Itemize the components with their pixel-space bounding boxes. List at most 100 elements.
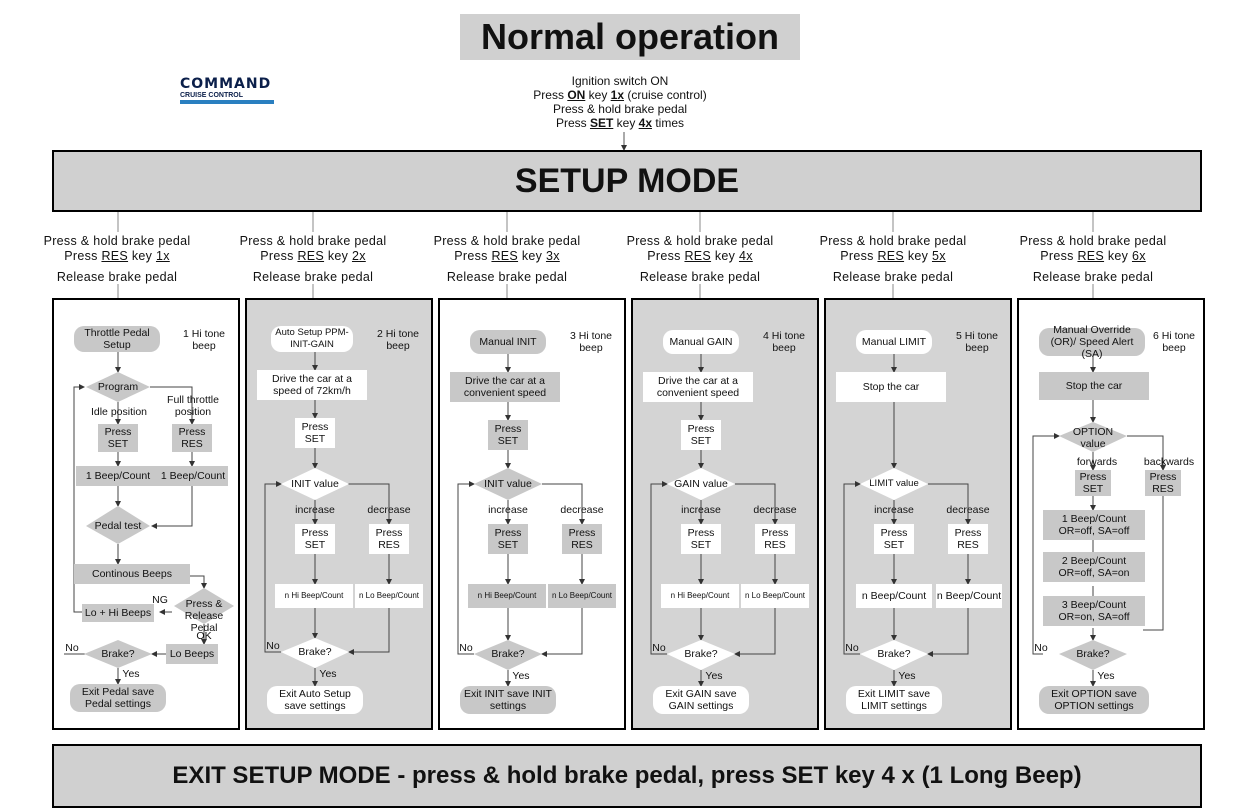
logo-text-main: COMMAND: [180, 76, 272, 92]
press-set-increase-node: Press SET: [295, 524, 335, 554]
intro-line-4: Press SET key 4x times: [555, 116, 685, 130]
press-set-increase-node: Press SET: [488, 524, 528, 554]
beep-note: 5 Hi tone beep: [955, 330, 999, 354]
manual-init-node: Manual INIT: [470, 330, 546, 354]
brake-label: Brake?: [684, 648, 718, 660]
exit-node: Exit GAIN save GAIN settings: [653, 686, 749, 714]
no-label: No: [652, 642, 666, 654]
panel-manual-gain: Manual GAIN 4 Hi tone beep Drive the car…: [631, 298, 819, 730]
press-set-node: Press SET: [1075, 470, 1111, 496]
backwards-label: backwards: [1143, 456, 1195, 468]
column-header-6: Press & hold brake pedal Press RES key 6…: [1019, 234, 1167, 284]
decrease-label: decrease: [753, 504, 797, 516]
page-title: Normal operation: [460, 14, 800, 60]
yes-label: Yes: [122, 668, 140, 680]
exit-node: Exit INIT save INIT settings: [460, 686, 556, 714]
drive-node: Drive the car at a speed of 72km/h: [257, 370, 367, 400]
column-header-5: Press & hold brake pedal Press RES key 5…: [819, 234, 967, 284]
ng-label: NG: [152, 594, 168, 606]
brake-label: Brake?: [298, 646, 332, 658]
exit-pedal-node: Exit Pedal save Pedal settings: [70, 684, 166, 712]
intro-line-1: Ignition switch ON: [571, 74, 669, 88]
option-2-node: 2 Beep/Count OR=off, SA=on: [1043, 552, 1145, 582]
throttle-pedal-setup-node: Throttle Pedal Setup: [74, 326, 160, 352]
intro-line-2: Press ON key 1x (cruise control): [533, 88, 707, 102]
yes-label: Yes: [319, 668, 337, 680]
column-header-4: Press & hold brake pedal Press RES key 4…: [626, 234, 774, 284]
increase-label: increase: [488, 504, 528, 516]
no-label: No: [1034, 642, 1048, 654]
exit-node: Exit OPTION save OPTION settings: [1039, 686, 1149, 714]
forwards-label: forwards: [1076, 456, 1118, 468]
press-set-node: Press SET: [488, 420, 528, 450]
yes-label: Yes: [898, 670, 916, 682]
no-label: No: [266, 640, 280, 652]
drive-node: Drive the car at a convenient speed: [643, 372, 753, 402]
beep-count-idle: 1 Beep/Count: [76, 466, 160, 486]
press-res-node: Press RES: [172, 424, 212, 452]
press-set-increase-node: Press SET: [681, 524, 721, 554]
increase-label: increase: [681, 504, 721, 516]
no-label: No: [65, 642, 79, 654]
panel-throttle-pedal: Throttle Pedal Setup 1 Hi tone beep Prog…: [52, 298, 240, 730]
hi-beep-count-node: n Hi Beep/Count: [275, 584, 353, 608]
increase-label: increase: [874, 504, 914, 516]
option-3-node: 3 Beep/Count OR=on, SA=off: [1043, 596, 1145, 626]
press-set-node: Press SET: [98, 424, 138, 452]
value-label: INIT value: [291, 478, 339, 490]
decrease-label: decrease: [367, 504, 411, 516]
intro-line-3: Press & hold brake pedal: [552, 102, 688, 116]
decrease-label: decrease: [946, 504, 990, 516]
option-value-label: OPTION value: [1072, 426, 1114, 450]
intro-instructions: Ignition switch ON Press ON key 1x (crui…: [470, 74, 770, 130]
press-res-decrease-node: Press RES: [755, 524, 795, 554]
column-header-2: Press & hold brake pedal Press RES key 2…: [239, 234, 387, 284]
beep-note: 3 Hi tone beep: [569, 330, 613, 354]
option-1-node: 1 Beep/Count OR=off, SA=off: [1043, 510, 1145, 540]
beep-note: 4 Hi tone beep: [762, 330, 806, 354]
value-label: LIMIT value: [869, 478, 919, 489]
yes-label: Yes: [1097, 670, 1115, 682]
beep-count-decrease-node: n Beep/Count: [936, 584, 1002, 608]
column-header-3: Press & hold brake pedal Press RES key 3…: [433, 234, 581, 284]
logo-underline: [180, 100, 274, 104]
panel-option: Manual Override (OR)/ Speed Alert (SA) 6…: [1017, 298, 1205, 730]
press-res-decrease-node: Press RES: [948, 524, 988, 554]
manual-gain-node: Manual GAIN: [663, 330, 739, 354]
press-set-node: Press SET: [295, 418, 335, 448]
setup-mode-banner: SETUP MODE: [52, 150, 1202, 212]
increase-label: increase: [295, 504, 335, 516]
brake-label: Brake?: [491, 648, 525, 660]
panel-auto-setup: Auto Setup PPM-INIT-GAIN 2 Hi tone beep …: [245, 298, 433, 730]
exit-node: Exit Auto Setup save settings: [267, 686, 363, 714]
auto-setup-node: Auto Setup PPM-INIT-GAIN: [271, 326, 353, 352]
hi-beep-count-node: n Hi Beep/Count: [468, 584, 546, 608]
program-label: Program: [97, 381, 139, 393]
command-cruise-control-logo: COMMAND CRUISE CONTROL: [180, 76, 320, 122]
lo-hi-beeps-node: Lo + Hi Beeps: [82, 604, 154, 622]
panel-manual-init: Manual INIT 3 Hi tone beep Drive the car…: [438, 298, 626, 730]
no-label: No: [459, 642, 473, 654]
value-label: GAIN value: [674, 478, 728, 490]
exit-node: Exit LIMIT save LIMIT settings: [846, 686, 942, 714]
manual-limit-node: Manual LIMIT: [856, 330, 932, 354]
beep-count-increase-node: n Beep/Count: [856, 584, 932, 608]
decrease-label: decrease: [560, 504, 604, 516]
press-set-node: Press SET: [681, 420, 721, 450]
brake-label: Brake?: [1076, 648, 1110, 660]
ok-label: OK: [196, 630, 212, 642]
yes-label: Yes: [512, 670, 530, 682]
hi-beep-count-node: n Hi Beep/Count: [661, 584, 739, 608]
press-release-label: Press & Release Pedal: [184, 598, 224, 634]
press-res-node: Press RES: [1145, 470, 1181, 496]
beep-count-full: 1 Beep/Count: [158, 466, 228, 486]
yes-label: Yes: [705, 670, 723, 682]
panel-manual-limit: Manual LIMIT 5 Hi tone beep Stop the car…: [824, 298, 1012, 730]
beep-note: 2 Hi tone beep: [376, 328, 420, 352]
stop-car-node: Stop the car: [836, 372, 946, 402]
continous-beeps-node: Continous Beeps: [74, 564, 190, 584]
lo-beeps-node: Lo Beeps: [166, 644, 218, 664]
press-res-decrease-node: Press RES: [369, 524, 409, 554]
no-label: No: [845, 642, 859, 654]
brake-label: Brake?: [877, 648, 911, 660]
